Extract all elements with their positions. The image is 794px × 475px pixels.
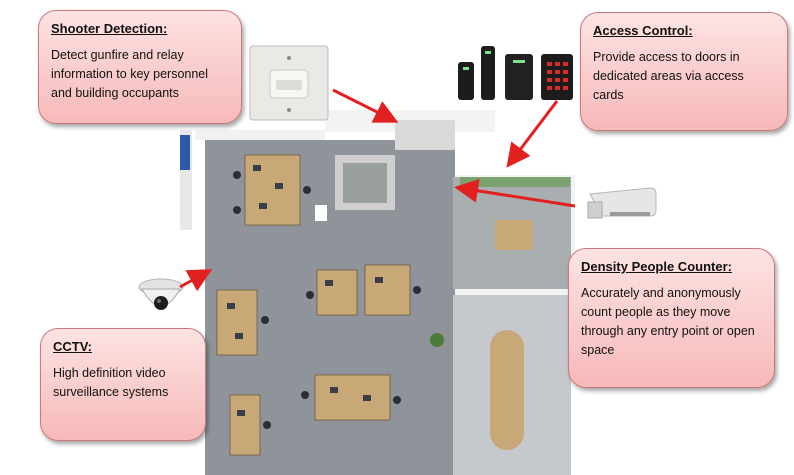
arrow-density xyxy=(454,178,576,208)
cctv-title: CCTV: xyxy=(53,339,92,354)
people-counter-sensor xyxy=(587,187,657,219)
arrow-access xyxy=(506,100,559,168)
access-control-callout: Access Control: Provide access to doors … xyxy=(580,12,788,131)
shooter-detection-callout: Shooter Detection: Detect gunfire and re… xyxy=(38,10,242,124)
shooter-sensor-device xyxy=(249,45,329,121)
access-control-text: Provide access to doors in dedicated are… xyxy=(593,50,744,102)
conference-table xyxy=(490,330,524,450)
shooter-detection-title: Shooter Detection: xyxy=(51,21,168,36)
density-counter-title: Density People Counter: xyxy=(581,259,732,274)
density-counter-callout: Density People Counter: Accurately and a… xyxy=(568,248,775,388)
cctv-callout: CCTV: High definition video surveillance… xyxy=(40,328,206,441)
cctv-text: High definition video surveillance syste… xyxy=(53,366,169,399)
arrow-cctv xyxy=(179,269,213,292)
shooter-detection-text: Detect gunfire and relay information to … xyxy=(51,48,209,100)
access-card-readers xyxy=(458,46,573,100)
desk-clusters xyxy=(216,154,411,456)
arrow-shooter xyxy=(332,88,399,123)
dome-camera xyxy=(138,278,184,310)
access-control-title: Access Control: xyxy=(593,23,693,38)
density-counter-text: Accurately and anonymously count people … xyxy=(581,286,755,357)
